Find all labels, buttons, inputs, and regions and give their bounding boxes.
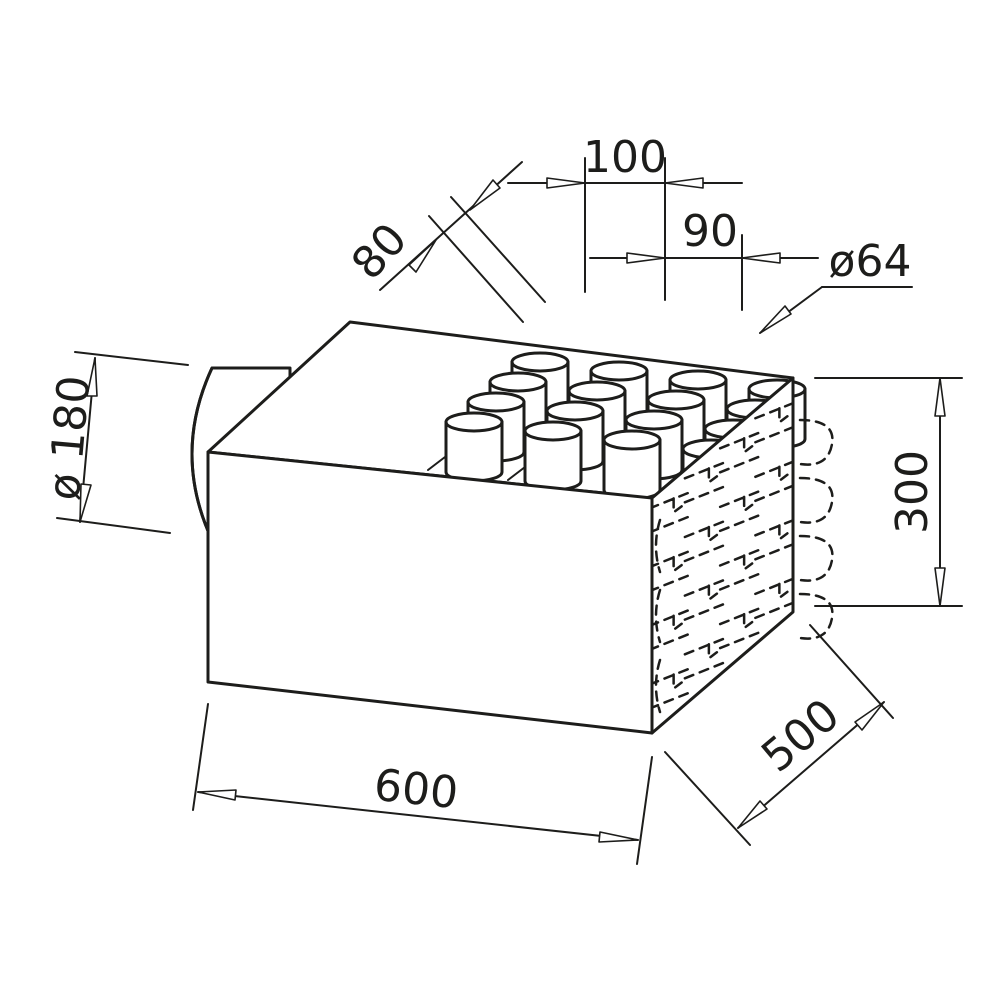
side-outlet-rim bbox=[654, 658, 662, 714]
dimension-outlet-diameter: ø64 bbox=[759, 236, 913, 334]
depth-label: 500 bbox=[752, 689, 849, 782]
side-outlet-rims bbox=[654, 418, 834, 714]
side-outlet-rim bbox=[654, 588, 662, 644]
outlet-panel bbox=[427, 456, 526, 481]
outlet-rim bbox=[589, 360, 649, 382]
dimension-outlet-pitch-y: 80 bbox=[342, 161, 546, 323]
side-outlet-hint bbox=[683, 637, 727, 680]
outlet-rim bbox=[567, 380, 627, 402]
outlet-rim bbox=[624, 409, 684, 431]
outlet-gap-x-label: 90 bbox=[682, 206, 738, 257]
outlet-pitch-x-label: 100 bbox=[583, 132, 667, 183]
outlet-rim bbox=[466, 391, 526, 413]
outlet-rim bbox=[646, 389, 706, 411]
side-outlet-hint bbox=[718, 489, 762, 533]
dimension-duct-diameter: ø 180 bbox=[39, 351, 189, 534]
side-outlet-rim bbox=[798, 418, 834, 466]
outlet-cylinder bbox=[602, 429, 662, 501]
side-outlet-rim bbox=[798, 534, 834, 582]
side-outlet-hints bbox=[652, 401, 793, 710]
side-outlet-hint bbox=[754, 576, 793, 620]
dimension-height: 300 bbox=[814, 377, 963, 607]
side-outlet-hint bbox=[683, 519, 727, 563]
side-outlet-hint bbox=[718, 431, 762, 474]
box-front-face bbox=[206, 450, 654, 735]
side-outlet-hint bbox=[718, 606, 762, 650]
side-outlet-rim bbox=[798, 476, 834, 524]
height-label: 300 bbox=[887, 450, 938, 534]
side-outlet-hint bbox=[683, 578, 727, 621]
outlet-rim bbox=[510, 351, 570, 373]
side-outlet-hint bbox=[754, 401, 793, 444]
length-label: 600 bbox=[372, 760, 461, 819]
dimension-outlet-pitch-x: 100 bbox=[507, 132, 743, 301]
outlet-rim bbox=[488, 371, 548, 393]
outlet-rim bbox=[602, 429, 662, 451]
dimension-length: 600 bbox=[192, 703, 653, 865]
outlet-rim bbox=[444, 411, 504, 433]
side-outlet-rim bbox=[798, 592, 834, 640]
outlet-cylinder bbox=[523, 420, 583, 492]
outlet-diameter-label: ø64 bbox=[829, 236, 912, 287]
side-outlet-hint bbox=[652, 491, 691, 534]
outlet-cylinder bbox=[444, 411, 504, 483]
side-outlet-hint bbox=[718, 548, 762, 591]
side-outlet-hint bbox=[754, 459, 793, 503]
side-outlet-hint bbox=[754, 518, 793, 561]
side-outlet-rim bbox=[654, 518, 662, 574]
outlet-rim bbox=[523, 420, 583, 442]
box-side-face bbox=[650, 376, 795, 735]
outlet-rim bbox=[545, 400, 605, 422]
dimension-outlet-gap-x: 90 bbox=[589, 206, 819, 311]
duct-diameter-label: ø 180 bbox=[39, 374, 101, 503]
outlet-pitch-y-label: 80 bbox=[342, 214, 417, 290]
outlet-rim bbox=[668, 369, 728, 391]
side-outlet-hint bbox=[683, 461, 727, 504]
side-outlet-hint bbox=[652, 549, 691, 593]
